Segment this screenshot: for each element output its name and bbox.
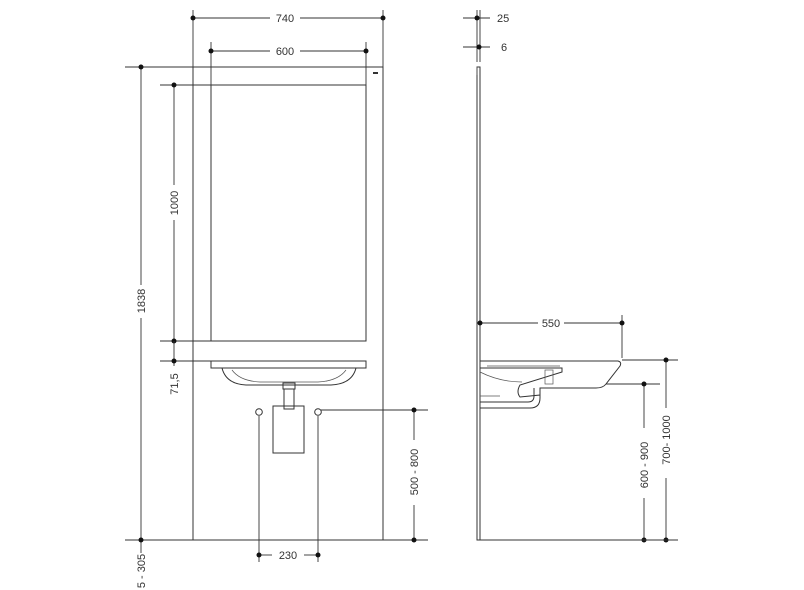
trap-cover (272, 405, 305, 454)
side-panel (476, 66, 481, 541)
dim-width-mirror: 600 (276, 46, 294, 58)
dim-width-total: 740 (276, 13, 294, 25)
drain-pipe-side (480, 388, 541, 409)
dim-mirror-thickness: 6 (501, 42, 507, 54)
sink-bowl (221, 367, 357, 386)
pipe-left-icon (255, 408, 263, 416)
dim-panel-thickness: 25 (497, 13, 509, 25)
drain-trap (283, 388, 295, 410)
side-view: 25 6 550 600 - 900 700- 1000 (463, 10, 678, 543)
drain-pipe-side-inner (480, 388, 535, 403)
mirror-outline (210, 84, 367, 342)
dim-sink-underside: 600 - 900 (639, 442, 651, 488)
sink-side-bracket (544, 369, 554, 385)
drain-outlet (282, 382, 296, 390)
dim-sink-depth: 550 (542, 318, 560, 330)
sink-top (210, 360, 367, 369)
dim-height-total: 1838 (136, 289, 148, 313)
dim-height-mirror: 1000 (169, 191, 181, 215)
dim-sink-top-height: 700- 1000 (661, 415, 673, 465)
pipe-right-icon (314, 408, 322, 416)
dim-pipe-spacing: 230 (279, 550, 297, 562)
dim-floor-gap: 5 - 305 (136, 554, 148, 588)
dim-pipe-height: 500 - 800 (409, 449, 421, 495)
front-panel-outline (192, 66, 384, 541)
front-view: 740 600 1838 1000 71,5 5 - 305 (125, 10, 428, 588)
dim-sink-offset: 71,5 (169, 373, 181, 394)
indicator-mark (373, 72, 378, 74)
sink-bowl-inner (231, 369, 347, 383)
sink-side-profile (479, 360, 622, 398)
sink-side-basin (479, 371, 523, 383)
